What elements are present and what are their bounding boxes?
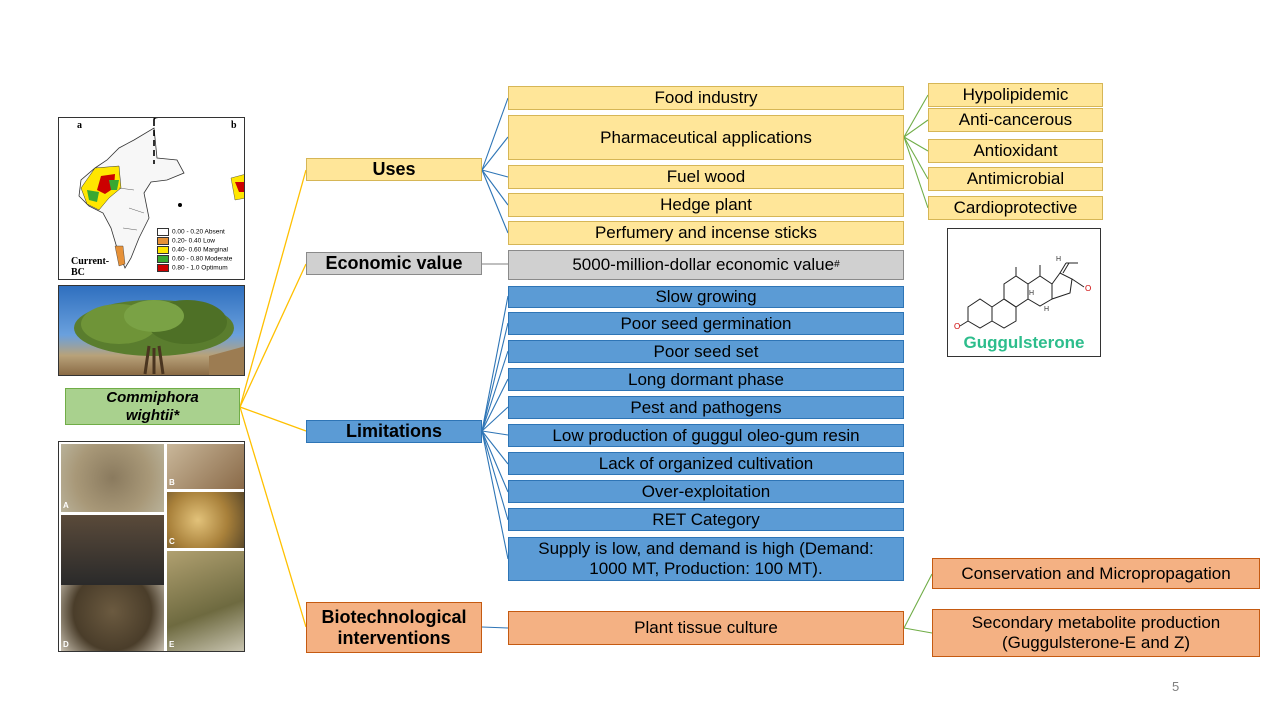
header-biotechnological-interventions: Biotechnological interventions	[306, 602, 482, 653]
photo-panel-b	[167, 444, 244, 489]
legend-row-low: 0.20- 0.40 Low	[157, 237, 215, 245]
photo-panel-a	[61, 444, 164, 512]
photo-panel-d-resin	[61, 585, 164, 651]
product-photo-collage: A B C D E	[58, 441, 245, 652]
limitation-item-ret-category: RET Category	[508, 508, 904, 531]
photo-label-d: D	[63, 640, 69, 649]
uses-item-fuel-wood: Fuel wood	[508, 165, 904, 189]
photo-panel-d-jars	[61, 515, 164, 585]
pharma-effect-cardioprotective: Cardioprotective	[928, 196, 1103, 220]
limitation-item-pest-and-pathogens: Pest and pathogens	[508, 396, 904, 419]
limitation-item-poor-seed-set: Poor seed set	[508, 340, 904, 363]
svg-text:O: O	[954, 322, 960, 331]
guggulsterone-label: Guggulsterone	[963, 333, 1085, 352]
uses-item-hedge-plant: Hedge plant	[508, 193, 904, 217]
uses-connectors	[481, 97, 509, 234]
guggulsterone-structure: O O H H H Guggulsterone	[947, 228, 1101, 357]
limitation-item-low-resin-production: Low production of guggul oleo-gum resin	[508, 424, 904, 447]
pharma-connectors	[903, 94, 929, 209]
economic-value-text: 5000-million-dollar economic value	[572, 255, 835, 275]
svg-text:O: O	[1085, 284, 1091, 293]
pharma-effect-hypolipidemic: Hypolipidemic	[928, 83, 1103, 107]
map-caption: Current-BC	[71, 256, 110, 278]
biotech-connectors	[481, 626, 509, 629]
legend-row-absent: 0.00 - 0.20 Absent	[157, 228, 225, 236]
limitation-item-slow-growing: Slow growing	[508, 286, 904, 308]
tree-photo	[58, 285, 245, 376]
uses-item-pharmaceutical-applications: Pharmaceutical applications	[508, 115, 904, 160]
root-connectors	[239, 169, 307, 628]
limitation-item-long-dormant-phase: Long dormant phase	[508, 368, 904, 391]
photo-panel-e	[167, 551, 244, 651]
photo-label-e: E	[169, 640, 175, 649]
limitation-item-poor-seed-germination: Poor seed germination	[508, 312, 904, 335]
root-node-commiphora-wightii: Commiphora wightii*	[65, 388, 240, 425]
legend-row-marginal: 0.40- 0.60 Marginal	[157, 246, 228, 254]
photo-panel-c	[167, 492, 244, 548]
legend-row-moderate: 0.60 - 0.80 Moderate	[157, 255, 232, 263]
header-limitations: Limitations	[306, 420, 482, 443]
page-number: 5	[1172, 679, 1180, 694]
pharma-effect-antimicrobial: Antimicrobial	[928, 167, 1103, 191]
photo-label-a: A	[63, 501, 69, 510]
india-map-drawing	[78, 118, 244, 269]
photo-label-b: B	[169, 478, 175, 487]
tissue-culture-connectors	[903, 573, 933, 634]
limitation-item-over-exploitation: Over-exploitation	[508, 480, 904, 503]
distribution-map-image: a b Current-BC 0.00 - 0.20 Absent 0.20- …	[58, 117, 245, 280]
map-panel-b-label: b	[231, 120, 237, 131]
photo-label-c: C	[169, 537, 175, 546]
guggulsterone-molecule-drawing: O O H H H	[954, 256, 1091, 331]
header-uses: Uses	[306, 158, 482, 181]
economic-value-superscript: #	[834, 259, 840, 271]
biotech-item-plant-tissue-culture: Plant tissue culture	[508, 611, 904, 645]
uses-item-food-industry: Food industry	[508, 86, 904, 110]
pharma-effect-anti-cancerous: Anti-cancerous	[928, 108, 1103, 132]
map-panel-a-label: a	[77, 120, 82, 131]
pharma-effect-antioxidant: Antioxidant	[928, 139, 1103, 163]
tree-drawing	[74, 300, 244, 375]
svg-text:H: H	[1029, 290, 1034, 297]
biotech-outcome-secondary-metabolite: Secondary metabolite production (Gugguls…	[932, 609, 1260, 657]
svg-text:H: H	[1044, 306, 1049, 313]
header-economic-value: Economic value	[306, 252, 482, 275]
limitation-item-lack-of-cultivation: Lack of organized cultivation	[508, 452, 904, 475]
biotech-outcome-conservation: Conservation and Micropropagation	[932, 558, 1260, 589]
uses-item-perfumery: Perfumery and incense sticks	[508, 221, 904, 245]
svg-text:H: H	[1056, 256, 1061, 263]
legend-row-optimum: 0.80 - 1.0 Optimum	[157, 264, 228, 272]
economic-value-item: 5000-million-dollar economic value#	[508, 250, 904, 280]
limitations-connectors	[481, 295, 509, 560]
limitation-item-supply-demand: Supply is low, and demand is high (Deman…	[508, 537, 904, 581]
